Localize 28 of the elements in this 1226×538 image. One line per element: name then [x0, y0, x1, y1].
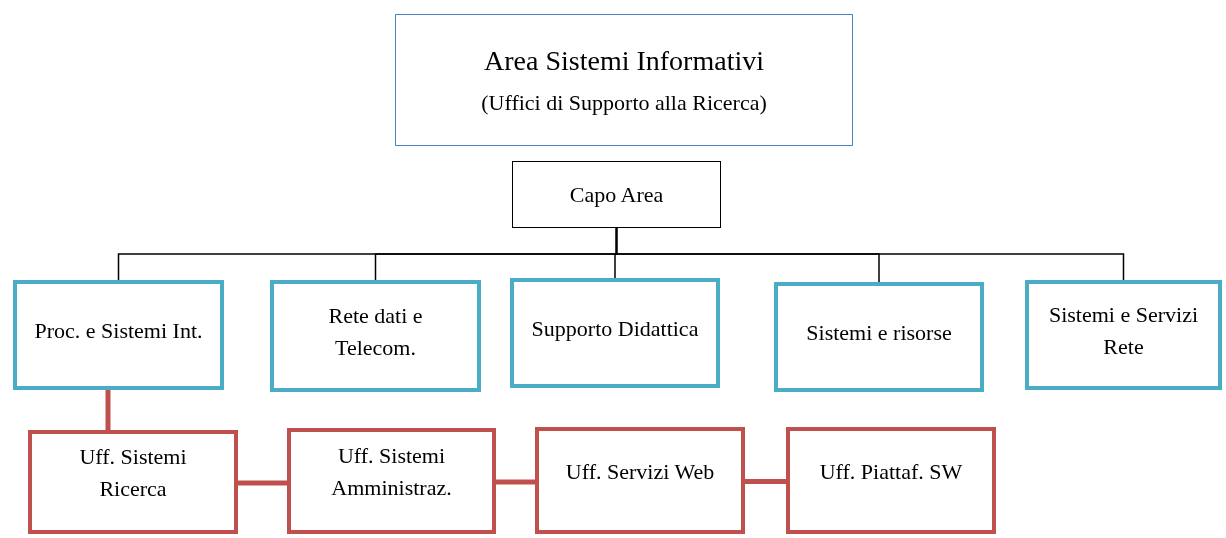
office-box — [28, 430, 238, 534]
box-label: Sistemi e Servizi Rete — [1047, 301, 1200, 361]
department-box — [270, 280, 481, 392]
department-box — [774, 282, 984, 392]
office-box — [786, 427, 996, 534]
org-chart-line — [615, 227, 1125, 281]
box-label: Uff. Servizi Web — [565, 457, 715, 486]
connector-line — [105, 390, 111, 430]
box-label: Capo Area — [569, 180, 664, 209]
connector-line — [496, 479, 535, 485]
department-box — [1025, 280, 1222, 390]
box-subtitle: (Uffici di Supporto alla Ricerca) — [481, 89, 767, 118]
box-label: Uff. Piattaf. SW — [819, 457, 963, 486]
department-box — [13, 280, 224, 390]
connector-line — [238, 480, 287, 486]
box-label: Rete dati e Telecom. — [327, 302, 424, 362]
department-box — [510, 278, 720, 388]
box-label: Supporto Didattica — [531, 315, 699, 344]
connector-line — [745, 479, 786, 484]
box-label: Proc. e Sistemi Int. — [34, 317, 203, 346]
office-box — [535, 427, 745, 534]
office-box — [287, 428, 496, 534]
box-label: Uff. Sistemi Ricerca — [78, 443, 188, 503]
box-label: Area Sistemi Informativi — [484, 43, 764, 78]
title-box — [395, 14, 853, 146]
box-label: Sistemi e risorse — [806, 319, 952, 348]
box-label: Uff. Sistemi Amministraz. — [330, 442, 453, 502]
head-box — [512, 161, 721, 228]
